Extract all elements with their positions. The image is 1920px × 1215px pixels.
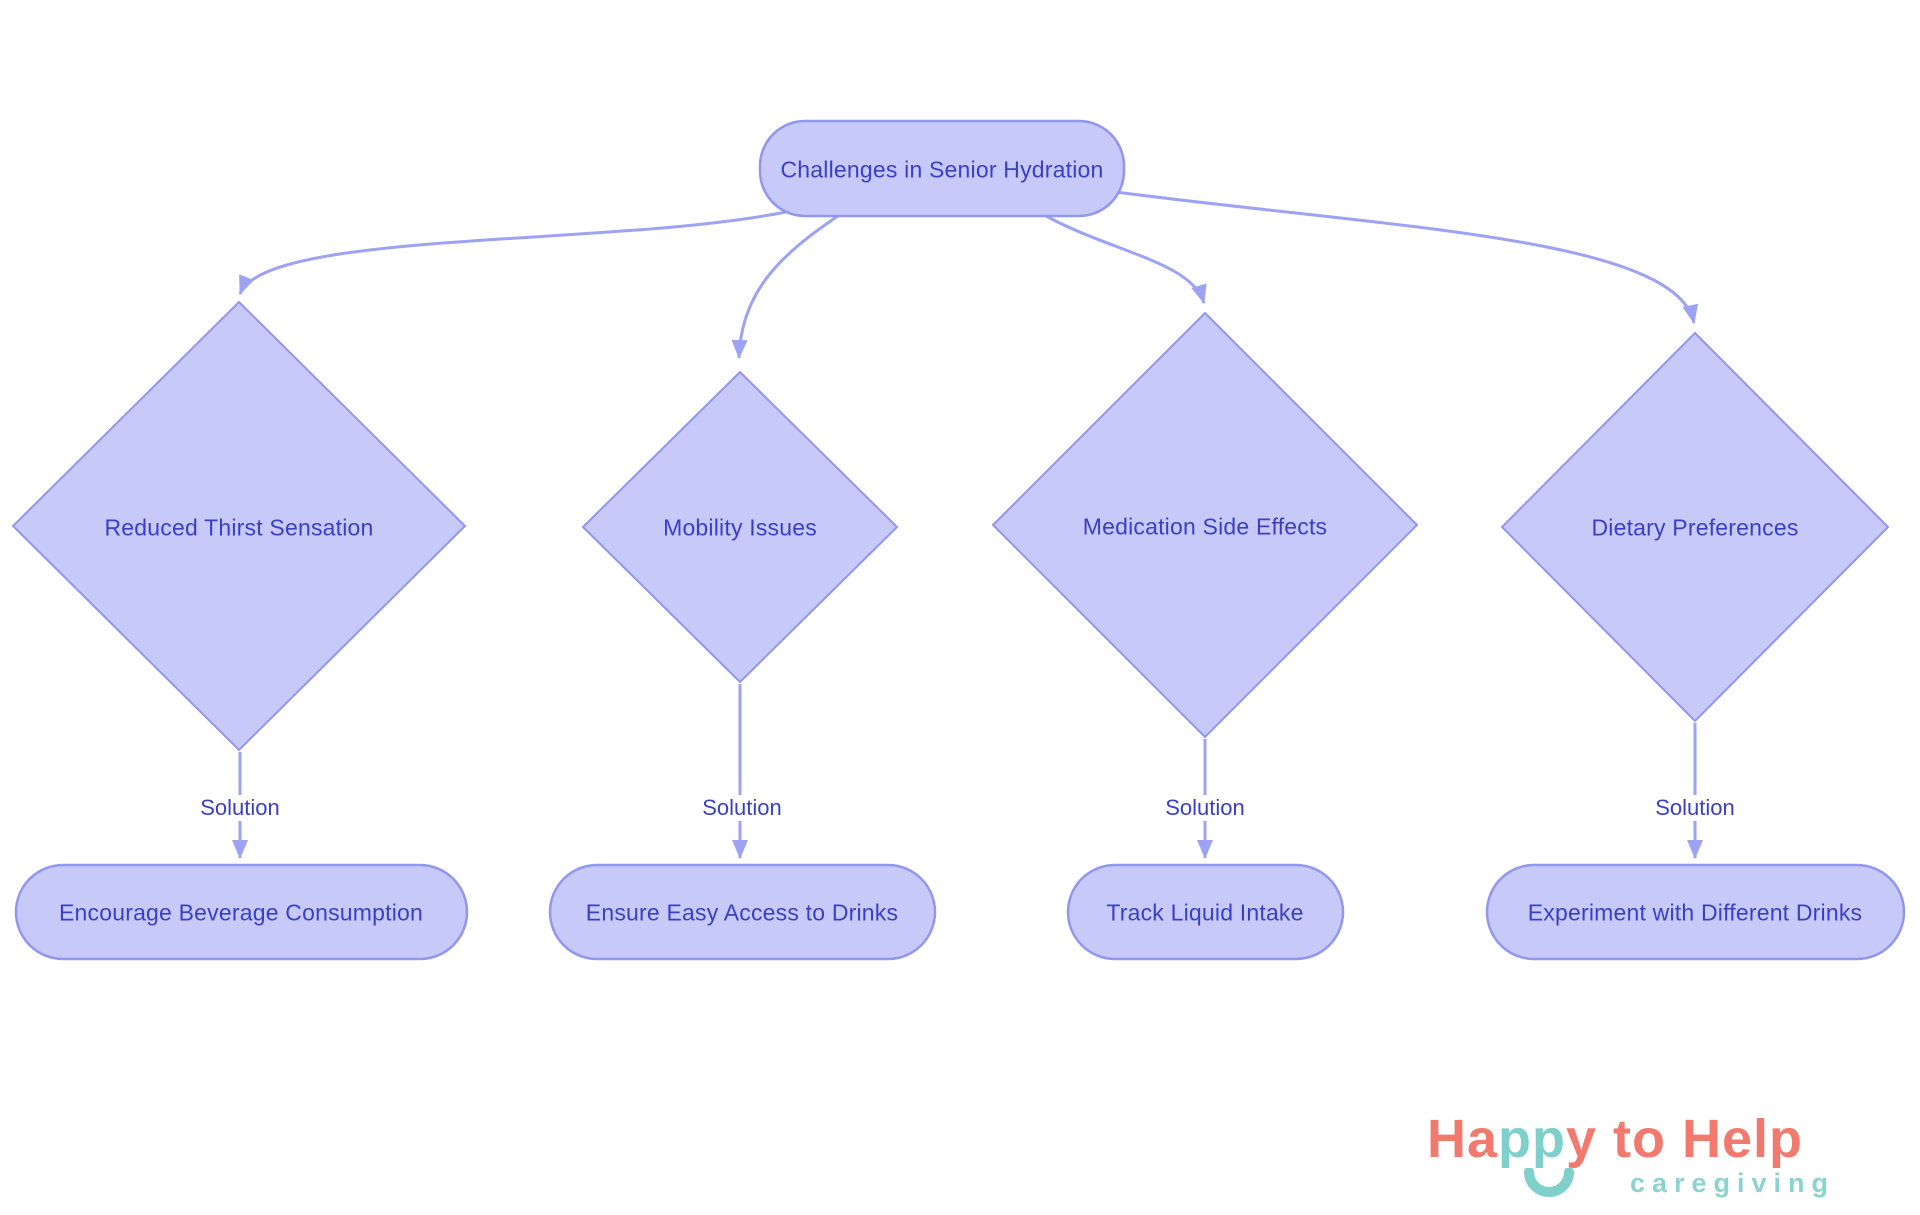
challenge-diamond-4 bbox=[1500, 331, 1890, 723]
challenge-label-2: Mobility Issues bbox=[663, 514, 817, 541]
edge-label-3: Solution bbox=[1159, 795, 1251, 821]
edge-root-to-challenge-2 bbox=[731, 214, 839, 359]
challenge-diamond-3 bbox=[991, 311, 1419, 739]
challenge-diamond-1 bbox=[11, 300, 467, 752]
root-node-shape bbox=[758, 119, 1126, 218]
logo-wordmark: Happy to Help bbox=[1427, 1112, 1887, 1166]
challenge-label-3: Medication Side Effects bbox=[1082, 513, 1328, 540]
challenge-label-4: Dietary Preferences bbox=[1591, 514, 1799, 541]
solution-label-1: Encourage Beverage Consumption bbox=[58, 899, 424, 926]
solution-label-2: Ensure Easy Access to Drinks bbox=[585, 899, 899, 926]
logo-smile-icon bbox=[1524, 1168, 1574, 1197]
challenge-diamond-2 bbox=[581, 370, 899, 684]
root-node-label: Challenges in Senior Hydration bbox=[780, 156, 1104, 183]
edge-label-4: Solution bbox=[1649, 795, 1741, 821]
edge-root-to-challenge-4 bbox=[1115, 190, 1699, 324]
logo-tagline: caregiving bbox=[1629, 1168, 1835, 1198]
edge-label-2: Solution bbox=[696, 795, 788, 821]
challenge-label-1: Reduced Thirst Sensation bbox=[104, 514, 374, 541]
solution-label-4: Experiment with Different Drinks bbox=[1527, 899, 1863, 926]
solution-pill-4 bbox=[1485, 863, 1906, 961]
logo-wordmark-part2: pp bbox=[1498, 1109, 1567, 1169]
edge-label-1: Solution bbox=[194, 795, 286, 821]
edge-root-to-challenge-3 bbox=[1045, 214, 1207, 304]
edge-root-to-challenge-1 bbox=[238, 207, 801, 295]
logo-wordmark-part1: Ha bbox=[1427, 1109, 1499, 1169]
solution-pill-2 bbox=[548, 863, 937, 961]
solution-pill-1 bbox=[14, 863, 469, 961]
logo: Happy to Help caregiving bbox=[1427, 1112, 1887, 1212]
solution-label-3: Track Liquid Intake bbox=[1106, 899, 1304, 926]
logo-wordmark-part3: y to Help bbox=[1566, 1109, 1804, 1169]
solution-pill-3 bbox=[1066, 863, 1345, 961]
